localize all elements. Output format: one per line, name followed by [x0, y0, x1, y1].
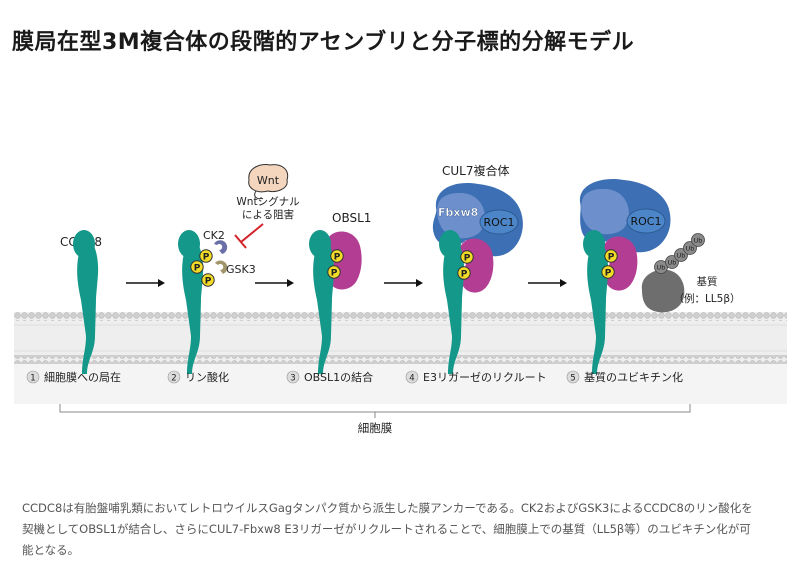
svg-text:基質のユビキチン化: 基質のユビキチン化 — [584, 370, 683, 384]
svg-text:1: 1 — [30, 374, 35, 384]
svg-text:OBSL1の結合: OBSL1の結合 — [304, 370, 373, 384]
ubiquitin-5: Ub — [691, 233, 705, 247]
svg-text:3: 3 — [290, 374, 295, 384]
obsl1-label: OBSL1 — [332, 211, 371, 225]
arrow-1 — [126, 279, 165, 287]
step-3-label: 3 OBSL1の結合 — [286, 370, 373, 384]
wnt-signal-label-line1: Wntシグナル — [236, 195, 299, 208]
assembly-diagram: CCDC8 P P P CK2 GSK3 Wnt Wntシグナル による阻害 — [14, 163, 787, 435]
step-3-obsl1-binding: OBSL1 P P — [309, 211, 371, 374]
cell-membrane-bracket — [59, 404, 691, 418]
phospho-site-7: P — [457, 266, 471, 280]
phospho-site-6: P — [460, 250, 474, 264]
inhibition-symbol — [234, 223, 264, 249]
svg-text:Ub: Ub — [657, 264, 666, 272]
svg-text:P: P — [608, 253, 615, 263]
svg-text:2: 2 — [171, 374, 176, 384]
svg-text:P: P — [334, 253, 341, 263]
arrow-2 — [255, 279, 294, 287]
svg-text:P: P — [461, 270, 468, 280]
svg-text:E3リガーゼのリクルート: E3リガーゼのリクルート — [423, 371, 547, 384]
roc1-label-5: ROC1 — [631, 215, 662, 228]
roc1-shape-5 — [626, 208, 666, 234]
ck2-kinase-shape — [214, 240, 228, 254]
step-1-label: 1 細胞膜への局在 — [26, 370, 121, 384]
svg-text:細胞膜への局在: 細胞膜への局在 — [44, 371, 121, 384]
step-4-e3-recruitment: CUL7複合体 Fbxw8 ROC1 P P — [432, 163, 523, 374]
substrate-label-line1: 基質 — [697, 275, 718, 288]
gsk3-label: GSK3 — [226, 263, 256, 276]
ubiquitin-chain: Ub Ub Ub Ub Ub — [654, 233, 705, 274]
svg-text:P: P — [205, 277, 212, 287]
step-5-substrate-ubiquitination: ROC1 P P Ub Ub Ub Ub Ub 基質 （例：LL5β） — [579, 178, 741, 374]
svg-text:P: P — [464, 254, 471, 264]
svg-text:リン酸化: リン酸化 — [185, 370, 229, 384]
fbxw8-shape — [437, 192, 485, 239]
step-2-phosphorylation: P P P CK2 GSK3 Wnt Wntシグナル による阻害 — [178, 164, 300, 374]
arrow-4 — [528, 279, 567, 287]
ck2-label: CK2 — [203, 229, 225, 242]
fbxw8-shape-5 — [581, 188, 629, 235]
wnt-bubble: Wnt — [248, 164, 289, 200]
svg-text:Ub: Ub — [677, 252, 686, 260]
substrate-shape — [641, 269, 685, 313]
svg-text:P: P — [605, 269, 612, 279]
svg-text:Ub: Ub — [694, 237, 703, 245]
step-4-label: 4 E3リガーゼのリクルート — [405, 370, 547, 384]
step-5-label: 5 基質のユビキチン化 — [566, 370, 683, 384]
substrate-label-line2: （例：LL5β） — [673, 292, 740, 305]
svg-text:4: 4 — [409, 374, 414, 384]
roc1-label: ROC1 — [484, 216, 515, 229]
cell-membrane-bilayer — [14, 312, 787, 404]
step-labels: 1 細胞膜への局在 2 リン酸化 3 OBSL1の結合 4 E3リガーゼのリクル… — [26, 370, 683, 384]
wnt-label: Wnt — [257, 174, 280, 187]
wnt-signal-label-line2: による阻害 — [242, 208, 294, 221]
svg-text:Ub: Ub — [668, 259, 677, 267]
phospho-site-9: P — [601, 265, 615, 279]
phospho-site-8: P — [604, 249, 618, 263]
step-1-ccdc8: CCDC8 — [60, 230, 102, 374]
svg-text:P: P — [194, 264, 201, 274]
phospho-site-4: P — [330, 249, 344, 263]
arrow-3 — [384, 279, 423, 287]
svg-text:P: P — [203, 253, 210, 263]
gsk3-kinase-shape — [215, 260, 228, 274]
phospho-site-1: P — [199, 249, 213, 263]
svg-text:P: P — [331, 269, 338, 279]
figure-caption: CCDC8は有胎盤哺乳類においてレトロウイルスGagタンパク質から派生した膜アン… — [22, 501, 753, 557]
step-2-label: 2 リン酸化 — [167, 370, 229, 384]
fbxw8-label: Fbxw8 — [438, 206, 478, 219]
obsl1-shape-5 — [603, 236, 638, 291]
phospho-site-3: P — [201, 273, 215, 287]
page-title: 膜局在型3M複合体の段階的アセンブリと分子標的分解モデル — [12, 30, 635, 55]
cul7-complex-label: CUL7複合体 — [442, 163, 509, 178]
svg-text:Ub: Ub — [686, 245, 695, 253]
phospho-site-2: P — [190, 260, 204, 274]
roc1-shape — [479, 209, 519, 235]
svg-text:5: 5 — [570, 374, 575, 384]
phospho-site-5: P — [327, 265, 341, 279]
obsl1-shape-4 — [459, 238, 494, 293]
cell-membrane-label: 細胞膜 — [358, 421, 393, 435]
